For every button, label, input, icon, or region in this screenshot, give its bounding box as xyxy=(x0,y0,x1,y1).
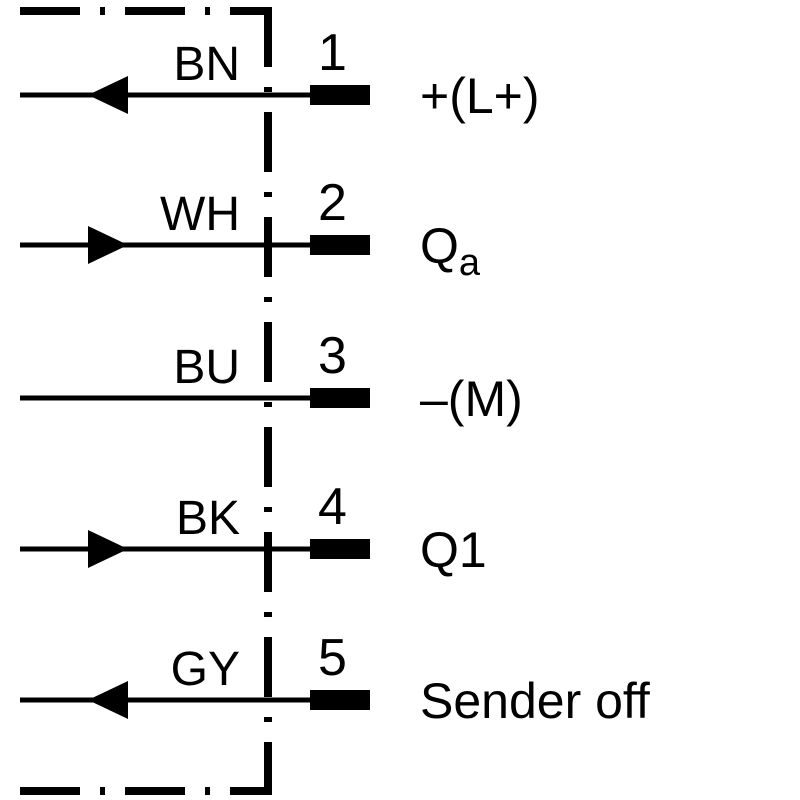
arrow-left-icon xyxy=(88,681,128,719)
pin-number: 1 xyxy=(318,24,347,82)
signal-label: Sender off xyxy=(420,673,650,729)
terminal xyxy=(310,539,370,559)
signal-main: +(L+) xyxy=(420,68,540,124)
signal-main: –(M) xyxy=(420,371,523,427)
device-boundary xyxy=(20,7,272,795)
pin-number: 4 xyxy=(318,478,347,536)
arrow-right-icon xyxy=(88,226,128,264)
signal-main: Sender off xyxy=(420,673,650,729)
arrow-right-icon xyxy=(88,530,128,568)
pin-number: 3 xyxy=(318,327,347,385)
signal-label: –(M) xyxy=(420,371,523,427)
terminal xyxy=(310,690,370,710)
arrow-left-icon xyxy=(88,76,128,114)
pin-row-3: BU 3 –(M) xyxy=(20,327,523,427)
wire-color-label: BN xyxy=(173,38,240,91)
wire-color-label: BU xyxy=(173,341,240,394)
wire-color-label: GY xyxy=(171,643,240,696)
signal-subscript: a xyxy=(459,242,481,284)
pin-row-4: BK 4Q1 xyxy=(20,478,487,578)
terminal xyxy=(310,85,370,105)
pin-row-2: WH 2Qa xyxy=(20,174,481,284)
signal-main: Q xyxy=(420,218,459,274)
pin-number: 5 xyxy=(318,629,347,687)
pin-number: 2 xyxy=(318,174,347,232)
terminal xyxy=(310,235,370,255)
signal-label: Q1 xyxy=(420,522,487,578)
signal-label: Qa xyxy=(420,218,481,284)
signal-main: Q1 xyxy=(420,522,487,578)
wire-color-label: BK xyxy=(176,492,240,545)
signal-label: +(L+) xyxy=(420,68,540,124)
terminal xyxy=(310,388,370,408)
pin-row-1: BN 1 +(L+) xyxy=(20,24,540,124)
wire-color-label: WH xyxy=(160,188,240,241)
